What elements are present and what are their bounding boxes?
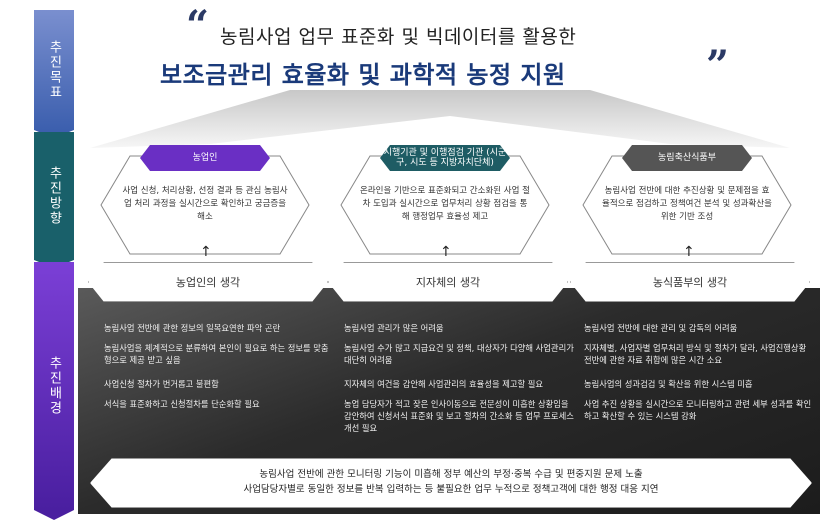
goal-label-text: 추진목표: [46, 40, 62, 100]
title-line-1: 농림사업 업무 표준화 및 빅데이터를 활용한: [220, 26, 577, 48]
background-item: 농림사업 관리가 많은 어려움: [344, 323, 444, 333]
background-item: 사업 추진 상황을 실시간으로 모니터링하고 관련 세부 성과를 확인하고 확산…: [584, 399, 812, 422]
background-label: 추진배경: [34, 262, 74, 520]
background-col-farmer: 농림사업 전반에 관한 정보의 일목요연한 파악 곤란 농림사업을 체계적으로 …: [104, 322, 334, 418]
direction-label: 추진방향: [34, 132, 74, 268]
direction-farmer: 농업인 사업 신청, 처리상황, 선정 결과 등 관심 농림사업 처리 과정을 …: [100, 145, 310, 257]
direction-label-text: 추진방향: [46, 166, 62, 226]
up-arrow-icon: ↑: [200, 244, 212, 260]
direction-desc: 농림사업 전반에 대한 추진상황 및 문제점을 효율적으로 점검하고 정책여건 …: [602, 186, 772, 222]
goal-label: 추진목표: [34, 10, 74, 138]
thought-ministry: 농식품부의 생각: [570, 262, 810, 302]
thought-agency: 지자체의 생각: [328, 262, 568, 302]
direction-tag: 농업인: [140, 145, 270, 171]
title-line-2: 보조금관리 효율화 및 과학적 농정 지원: [160, 61, 566, 89]
background-item: 지자체별, 사업자별 업무처리 방식 및 절차가 달라, 사업진행상황 전반에 …: [584, 343, 807, 366]
background-item: 농림사업 전반에 대한 관리 및 감독의 어려움: [584, 323, 738, 333]
background-item: 서식을 표준화하고 신청절차를 단순화할 필요: [104, 399, 260, 410]
background-item: 농업 담당자가 적고 잦은 인사이동으로 전문성이 미흡한 상황임을 감안하여 …: [344, 399, 574, 434]
direction-tag: 농림축산식품부: [622, 145, 752, 171]
background-label-text: 추진배경: [46, 356, 62, 416]
open-quote: “: [186, 2, 210, 49]
direction-tag: 시행기관 및 이행점검 기관 (시군구, 시도 등 지방자치단체): [380, 145, 510, 171]
background-item: 사업신청 절차가 번거롭고 불편함: [104, 379, 219, 390]
direction-agency: 시행기관 및 이행점검 기관 (시군구, 시도 등 지방자치단체) 온라인을 기…: [340, 145, 550, 257]
close-quote: ”: [706, 42, 730, 89]
background-item: 농림사업을 체계적으로 분류하여 본인이 필요로 하는 정보를 맞춤형으로 제공…: [104, 343, 329, 366]
direction-hexagon: [340, 155, 550, 255]
direction-desc: 온라인을 기반으로 표준화되고 간소화된 사업 절차 도입과 실시간으로 업무처…: [360, 186, 530, 222]
fan-shape: [90, 90, 790, 148]
background-item: 농림사업 전반에 관한 정보의 일목요연한 파악 곤란: [104, 323, 281, 333]
background-item: 농림사업의 성과검검 및 확산을 위한 시스템 미흡: [584, 379, 753, 390]
background-col-agency: 농림사업 관리가 많은 어려움 농림사업 수가 많고 지급요건 및 정책, 대상…: [344, 322, 574, 442]
direction-hexagon: [100, 155, 310, 255]
direction-desc: 사업 신청, 처리상황, 선정 결과 등 관심 농림사업 처리 과정을 실시간으…: [122, 186, 288, 222]
summary-line: 사업담당자별로 동일한 정보를 반복 입력하는 등 불필요한 업무 누적으로 정…: [243, 484, 659, 495]
direction-hexagon: [582, 155, 792, 255]
background-item: 지자체의 여건을 감안해 사업관리의 효율성을 제고할 필요: [344, 379, 544, 390]
background-item: 농림사업 수가 많고 지급요건 및 정책, 대상자가 다양해 사업관리가 대단히…: [344, 343, 574, 366]
direction-ministry: 농림축산식품부 농림사업 전반에 대한 추진상황 및 문제점을 효율적으로 점검…: [582, 145, 792, 257]
up-arrow-icon: ↑: [440, 244, 452, 260]
background-col-ministry: 농림사업 전반에 대한 관리 및 감독의 어려움 지자체별, 사업자별 업무처리…: [584, 322, 814, 430]
bottom-summary: 농림사업 전반에 관한 모니터링 기능이 미흡해 정부 예산의 부정·중복 수급…: [90, 458, 812, 508]
up-arrow-icon: ↑: [683, 244, 695, 260]
summary-line: 농림사업 전반에 관한 모니터링 기능이 미흡해 정부 예산의 부정·중복 수급…: [259, 469, 643, 481]
thought-farmer: 농업인의 생각: [88, 262, 328, 302]
title-fan: [90, 90, 790, 148]
